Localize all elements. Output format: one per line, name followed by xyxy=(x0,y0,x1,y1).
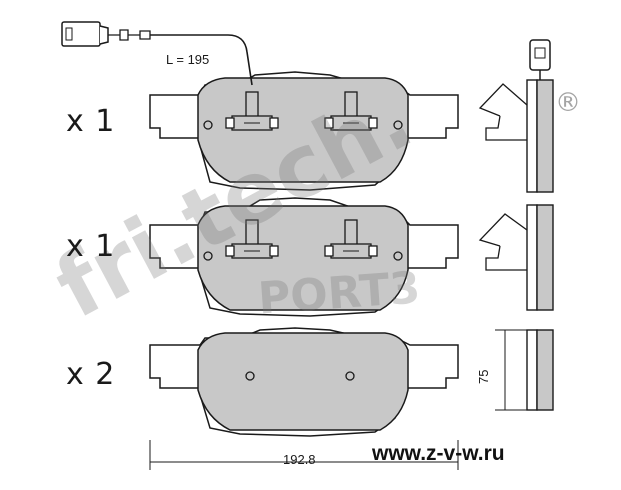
quantity-label-2: x 1 xyxy=(66,229,116,264)
side-view-1 xyxy=(478,39,554,193)
quantity-label-3: x 2 xyxy=(66,357,116,392)
wear-sensor xyxy=(61,21,253,86)
width-dimension-label: 192.8 xyxy=(283,452,316,467)
height-dimension-label: 75 xyxy=(476,369,491,384)
side-view-3 xyxy=(526,329,554,411)
brake-pad-1 xyxy=(149,71,459,191)
brake-pad-3 xyxy=(149,327,459,437)
website-url: www.z-v-w.ru xyxy=(372,442,505,465)
width-dimension-line xyxy=(149,440,459,470)
height-dimension-line xyxy=(495,329,530,411)
brake-pad-2 xyxy=(149,197,459,317)
sensor-length-label: L = 195 xyxy=(166,52,210,67)
side-view-2 xyxy=(478,204,554,311)
quantity-label-1: x 1 xyxy=(66,104,116,139)
